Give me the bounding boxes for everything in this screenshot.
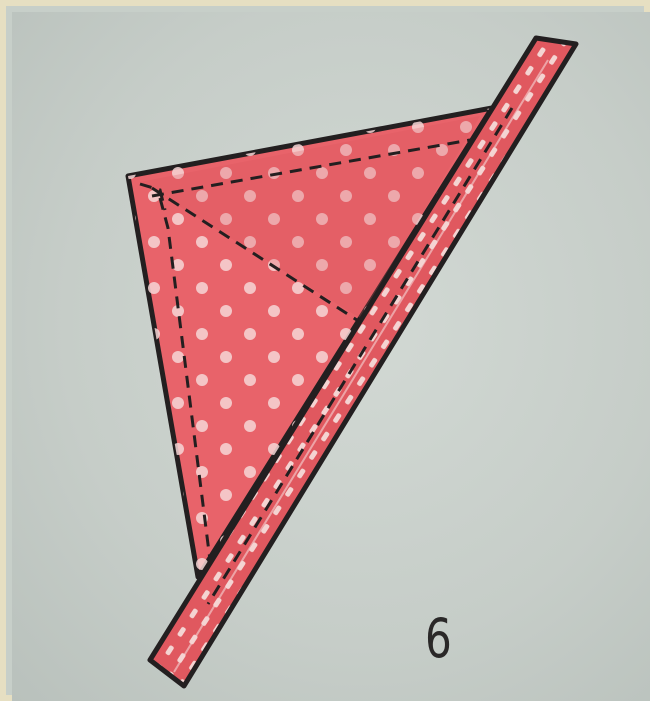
step-number-label: 6	[425, 612, 452, 666]
